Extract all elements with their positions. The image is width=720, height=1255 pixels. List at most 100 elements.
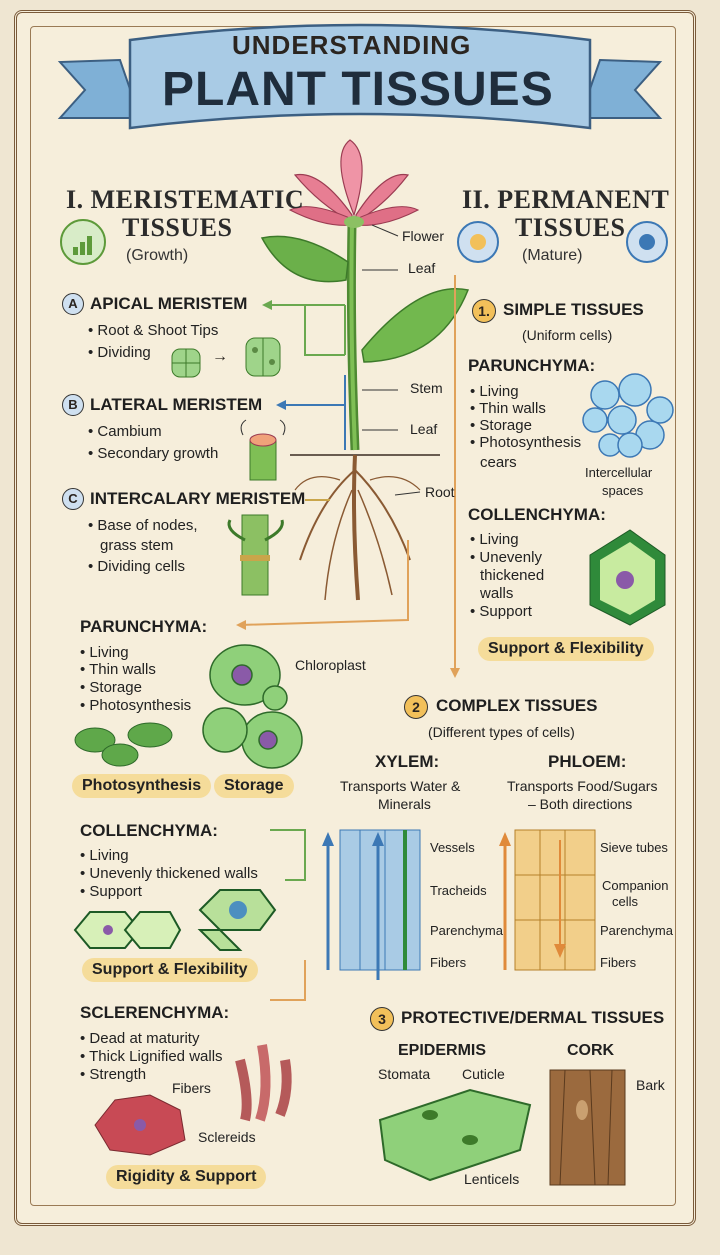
intercalary-item-3: • Dividing cells	[88, 558, 185, 575]
sclerenchyma-illustration	[94, 1044, 292, 1156]
apical-title: APICAL MERISTEM	[90, 294, 248, 313]
simple-num: 1.	[472, 299, 496, 323]
phloem-desc-1: Transports Food/Sugars	[507, 778, 658, 794]
permanent-heading: II. PERMANENT	[462, 185, 670, 214]
permanent-sub: (Mature)	[522, 247, 583, 264]
lateral-badge: B	[62, 394, 84, 416]
meristematic-heading-2: TISSUES	[122, 213, 233, 242]
collenchyma-cell-right	[589, 529, 666, 626]
apical-item-2: • Dividing	[88, 344, 151, 361]
phloem-label-fibers: Fibers	[600, 955, 637, 970]
plant-label-leaf: Leaf	[408, 260, 436, 276]
plant-label-root: Root	[425, 484, 455, 500]
xylem-illustration	[322, 829, 421, 980]
collenchyma-right-title: COLLENCHYMA:	[468, 505, 606, 524]
sclereids-label: Sclereids	[198, 1129, 256, 1145]
chloroplast-ovals	[74, 722, 173, 767]
collenchyma-right-item-5: • Support	[470, 603, 532, 620]
plant-label-flower: Flower	[402, 228, 445, 244]
parenchyma-left-title: PARUNCHYMA:	[80, 617, 208, 636]
permanent-heading-2: TISSUES	[515, 213, 626, 242]
sclerenchyma-item-1: • Dead at maturity	[80, 1030, 200, 1047]
collenchyma-right-item-3: thickened	[480, 567, 545, 584]
parenchyma-right-item-4: • Photosynthesis	[470, 434, 582, 451]
collenchyma-left-title: COLLENCHYMA:	[80, 821, 218, 840]
bark-label: Bark	[636, 1077, 665, 1093]
lateral-title: LATERAL MERISTEM	[90, 395, 263, 414]
plant-label-leaf-2: Leaf	[410, 421, 438, 437]
collenchyma-left-item-2: • Unevenly thickened walls	[80, 865, 258, 882]
lateral-item-1: • Cambium	[88, 423, 162, 440]
title-banner	[57, 23, 663, 130]
parenchyma-left-item-1: • Living	[80, 644, 129, 661]
parenchyma-right-title: PARUNCHYMA:	[468, 356, 596, 375]
intercalary-title: INTERCALARY MERISTEM	[90, 489, 306, 508]
storage-pill: Storage	[214, 774, 294, 798]
stomata-label: Stomata	[378, 1066, 431, 1082]
complex-sub: (Different types of cells)	[428, 724, 575, 740]
cork-title: CORK	[567, 1042, 615, 1059]
plant-label-leaders	[362, 224, 421, 496]
intercalary-badge: C	[62, 488, 84, 510]
apical-badge: A	[62, 293, 84, 315]
parenchyma-bubbles	[582, 373, 674, 458]
plant-label-stem: Stem	[410, 380, 443, 396]
meristematic-heading: I. MERISTEMATIC	[66, 185, 305, 214]
plant-illustration	[260, 139, 470, 601]
xylem-desc-1: Transports Water &	[340, 778, 461, 794]
meristematic-sub: (Growth)	[126, 247, 189, 264]
growth-chart-icon	[60, 219, 106, 265]
gear-icon	[626, 221, 668, 263]
page-title: PLANT TISSUES	[162, 63, 554, 116]
parenchyma-left-item-3: • Storage	[80, 679, 142, 696]
cuticle-label: Cuticle	[462, 1066, 505, 1082]
photosynthesis-pill: Photosynthesis	[72, 774, 212, 798]
phloem-label-cells: cells	[612, 894, 639, 909]
phloem-illustration	[499, 829, 596, 971]
intercalary-item-1: • Base of nodes,	[88, 517, 198, 534]
sclerenchyma-item-3: • Strength	[80, 1066, 147, 1083]
collenchyma-right-item-1: • Living	[470, 531, 519, 548]
collenchyma-right-item-4: walls	[480, 585, 514, 602]
apical-cells-illustration	[171, 337, 281, 378]
intercellular-label-2: spaces	[602, 483, 644, 498]
lateral-item-2: • Secondary growth	[88, 445, 219, 462]
parenchyma-right-item-5: cears	[480, 454, 517, 471]
cell-gear-icon	[457, 221, 499, 263]
complex-num: 2	[404, 695, 428, 719]
complex-title: COMPLEX TISSUES	[436, 696, 598, 715]
xylem-desc-2: Minerals	[378, 796, 431, 812]
phloem-label-parenchyma: Parenchyma	[600, 923, 673, 938]
intercalary-stem-illustration	[227, 514, 284, 596]
lenticels-label: Lenticels	[464, 1171, 520, 1187]
phloem-label-companion: Companion	[602, 878, 669, 893]
rigidity-support-pill: Rigidity & Support	[106, 1165, 267, 1189]
epidermis-illustration	[378, 1088, 532, 1182]
title-top: UNDERSTANDING	[232, 30, 472, 60]
lateral-meristem-illustration	[240, 419, 286, 481]
xylem-label-tracheids: Tracheids	[430, 883, 487, 898]
apical-item-1: • Root & Shoot Tips	[88, 322, 219, 339]
parenchyma-cells-left	[202, 644, 303, 769]
epidermis-title: EPIDERMIS	[398, 1042, 487, 1059]
phloem-title: PHLOEM:	[548, 752, 627, 771]
parenchyma-right-item-3: • Storage	[470, 417, 532, 434]
chloroplast-label: Chloroplast	[295, 657, 366, 673]
sclerenchyma-item-2: • Thick Lignified walls	[80, 1048, 223, 1065]
parenchyma-left-item-2: • Thin walls	[80, 661, 156, 678]
support-flex-pill-left: Support & Flexibility	[82, 958, 258, 982]
arrow-icon: →	[212, 348, 228, 365]
meristem-arrows	[236, 275, 460, 1001]
collenchyma-left-item-1: • Living	[80, 847, 129, 864]
parenchyma-right-item-1: • Living	[470, 383, 519, 400]
xylem-label-parenchyma: Parenchyma	[430, 923, 503, 938]
intercellular-label: Intercellular	[585, 465, 653, 480]
phloem-label-sieve: Sieve tubes	[600, 840, 668, 855]
xylem-title: XYLEM:	[375, 752, 440, 771]
fibers-label: Fibers	[172, 1080, 211, 1096]
collenchyma-cells-left	[73, 889, 277, 951]
xylem-label-fibers: Fibers	[430, 955, 467, 970]
simple-title: SIMPLE TISSUES	[503, 300, 644, 319]
